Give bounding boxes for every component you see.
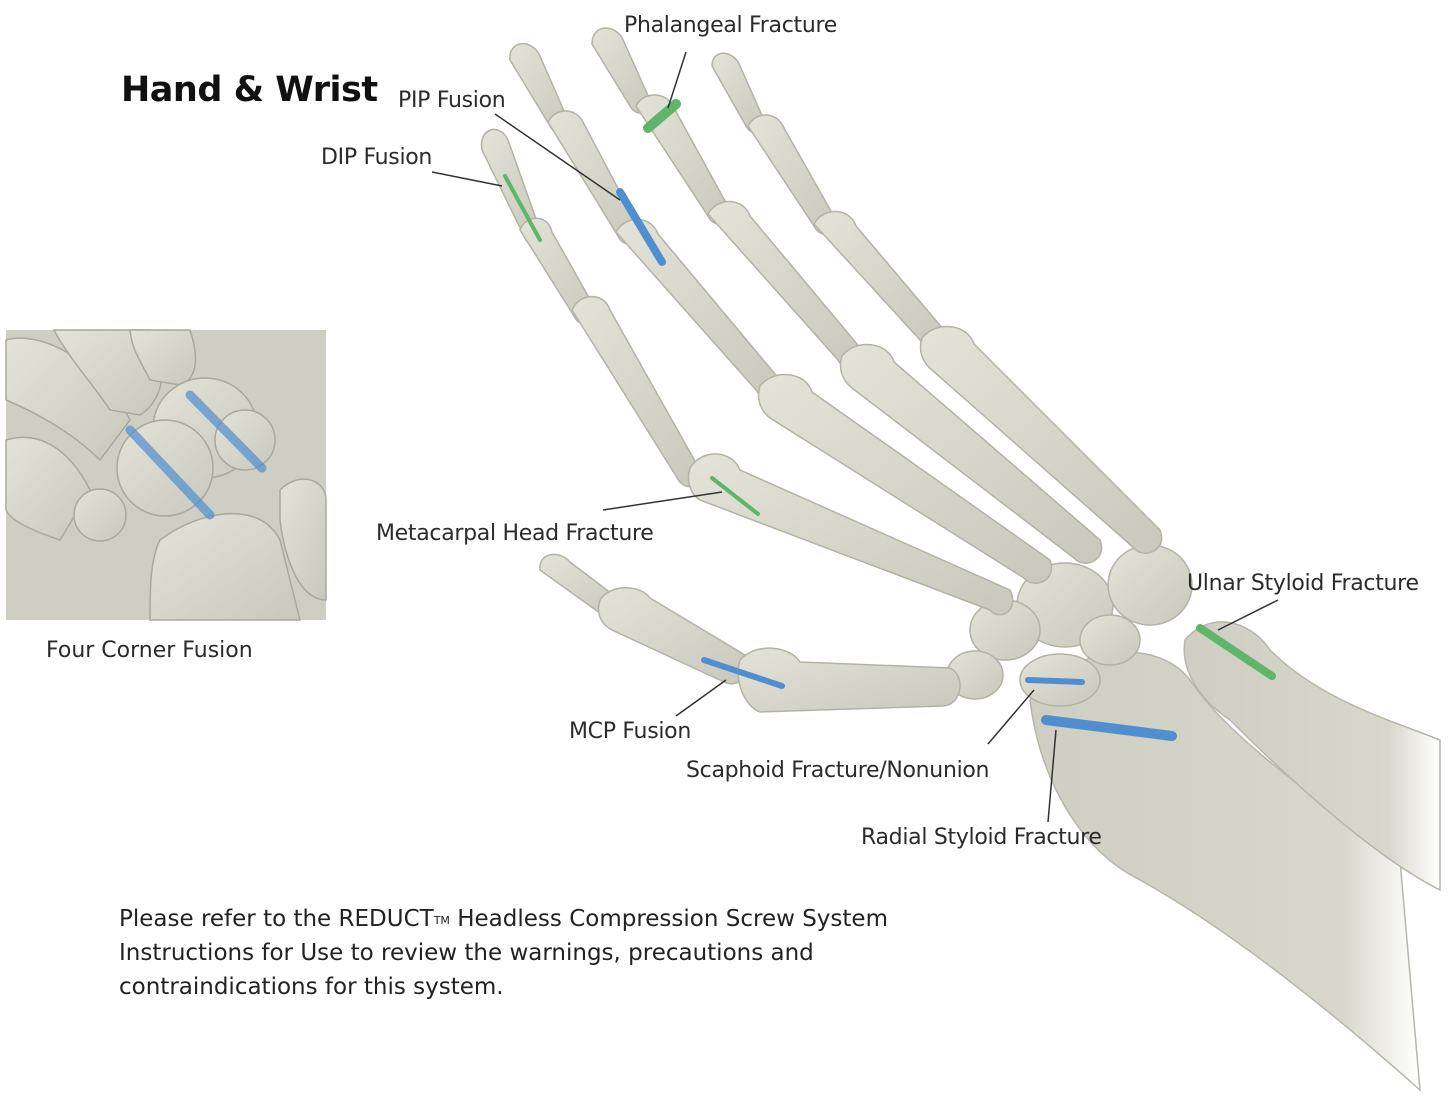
disclaimer-start: Please refer to the REDUCT xyxy=(119,906,434,932)
leader-scaphoid xyxy=(988,690,1034,744)
carpal-5 xyxy=(1080,615,1140,665)
inset-bone-5 xyxy=(215,410,275,470)
disclaimer-text: Please refer to the REDUCTTM Headless Co… xyxy=(119,902,999,1004)
index-proximal xyxy=(572,297,701,487)
leader-mcp xyxy=(676,680,726,716)
page-title: Hand & Wrist xyxy=(121,70,378,110)
screws xyxy=(505,104,1272,736)
screw-scaphoid xyxy=(1028,680,1082,682)
leader-dip xyxy=(432,172,502,186)
inset-four-corner xyxy=(6,330,326,620)
inset-caption: Four Corner Fusion xyxy=(46,638,253,663)
label-mcp-fusion: MCP Fusion xyxy=(569,719,691,744)
label-radial-styloid-fracture: Radial Styloid Fracture xyxy=(861,825,1102,850)
label-ulnar-styloid-fracture: Ulnar Styloid Fracture xyxy=(1187,571,1419,596)
label-scaphoid-fracture: Scaphoid Fracture/Nonunion xyxy=(686,758,989,783)
label-phalangeal-fracture: Phalangeal Fracture xyxy=(624,13,837,38)
carpal-2 xyxy=(1108,545,1192,625)
label-dip-fusion: DIP Fusion xyxy=(321,145,432,170)
inset-bone-10 xyxy=(74,489,126,541)
leader-ulnar-styloid xyxy=(1218,600,1278,630)
label-pip-fusion: PIP Fusion xyxy=(398,88,505,113)
trademark-mark: TM xyxy=(434,914,450,927)
label-metacarpal-head-fracture: Metacarpal Head Fracture xyxy=(376,521,653,546)
